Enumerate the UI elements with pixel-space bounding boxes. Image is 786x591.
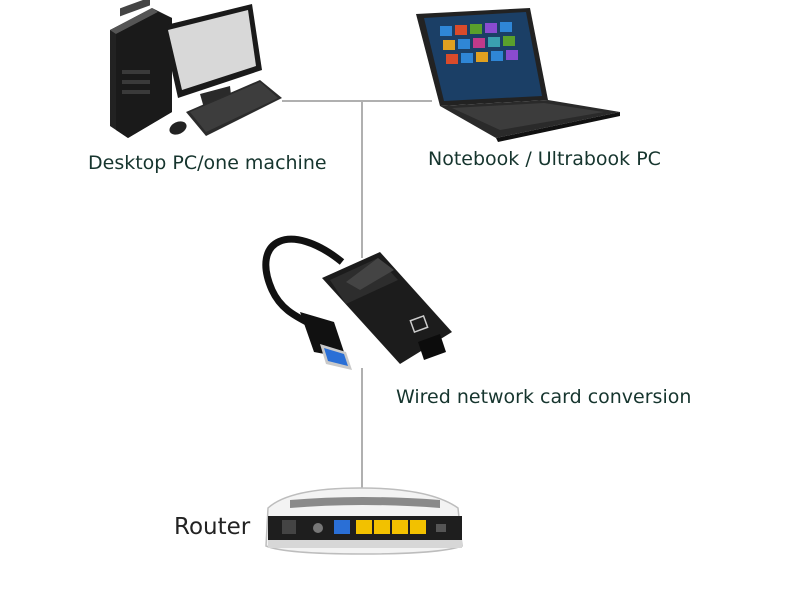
router-label: Router: [174, 514, 251, 540]
laptop-icon: [416, 8, 620, 142]
router-icon: [265, 487, 463, 555]
notebook-label: Notebook / Ultrabook PC: [428, 148, 661, 170]
connector-lines: [282, 100, 432, 490]
adapter-label: Wired network card conversion: [396, 386, 691, 408]
usb-ethernet-adapter-icon: [262, 235, 452, 370]
desktop-pc-icon: [110, 0, 282, 138]
desktop-label: Desktop PC/one machine: [88, 152, 327, 174]
